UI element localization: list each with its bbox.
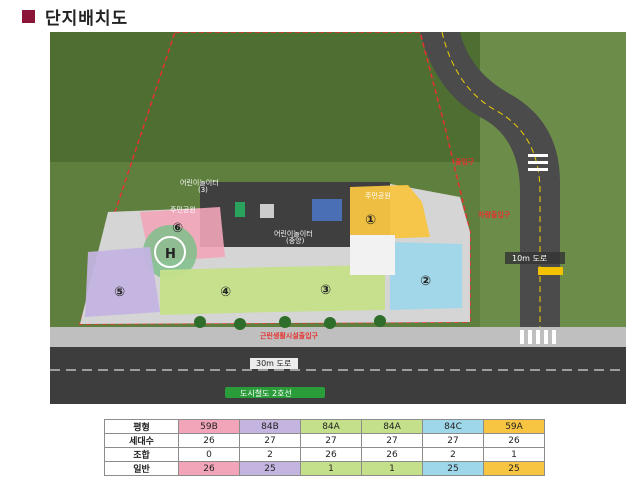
playground-top-label: 어린이놀이터 <box>180 178 219 187</box>
union-cell: 26 <box>361 447 423 462</box>
commercial-entrance-label: 근린생활시설출입구 <box>260 331 319 340</box>
metro-bar <box>225 387 325 398</box>
union-cell: 26 <box>300 447 362 462</box>
general-cell: 1 <box>361 461 423 476</box>
header-union: 조합 <box>104 447 179 462</box>
type-cell: 59A <box>483 419 545 434</box>
block-6-label: ⑥ <box>172 221 183 236</box>
households-cell: 27 <box>300 433 362 448</box>
tower <box>350 235 395 275</box>
garden-label: 주민공원 <box>170 205 196 214</box>
playground-center-label: 어린이놀이터 <box>274 229 313 238</box>
entrance-right-label: 출입구 <box>455 157 475 166</box>
block-2 <box>390 242 462 310</box>
block-5-label: ⑤ <box>114 285 125 300</box>
general-cell: 25 <box>239 461 301 476</box>
block-1-label: ① <box>365 213 376 228</box>
helipad-circle <box>143 225 197 279</box>
union-cell: 1 <box>483 447 545 462</box>
title-marker <box>22 9 35 23</box>
road-marking-yellow <box>538 267 563 275</box>
site-plan-map: ① ② ③ ④ ⑤ ⑥ H 어린이놀이터 (3) 주민공원 어린이놀이터 (중앙… <box>50 32 626 404</box>
union-cell: 0 <box>178 447 240 462</box>
households-cell: 26 <box>483 433 545 448</box>
block-2-label: ② <box>420 274 431 289</box>
playground-top-sub: (3) <box>198 186 208 194</box>
crosswalk-top <box>528 154 548 171</box>
header-general: 일반 <box>104 461 179 476</box>
playground-center-sub: (중앙) <box>286 237 305 245</box>
curved-road <box>420 32 560 404</box>
metro-label: 도시철도 2호선 <box>240 388 292 398</box>
general-cell: 25 <box>483 461 545 476</box>
road-10m-label: 10m 도로 <box>512 254 547 263</box>
main-road <box>50 347 626 404</box>
table-row: 조합 0 2 26 26 2 1 <box>104 447 545 462</box>
community-label: 주민공원 <box>365 191 391 200</box>
block-3 <box>275 265 385 312</box>
union-cell: 2 <box>239 447 301 462</box>
entrance-side-label: 차량출입구 <box>478 210 511 219</box>
households-cell: 26 <box>178 433 240 448</box>
header-type: 평형 <box>104 419 179 434</box>
households-cell: 27 <box>422 433 484 448</box>
block-3-label: ③ <box>320 283 331 298</box>
type-cell: 84C <box>422 419 484 434</box>
type-cell: 84A <box>361 419 423 434</box>
general-cell: 25 <box>422 461 484 476</box>
block-5 <box>85 247 160 317</box>
households-cell: 27 <box>239 433 301 448</box>
block-4 <box>160 267 275 315</box>
table-row: 세대수 26 27 27 27 27 26 <box>104 433 545 448</box>
type-cell: 59B <box>178 419 240 434</box>
helipad-label: H <box>165 247 176 262</box>
table-row: 평형 59B 84B 84A 84A 84C 59A <box>104 419 545 434</box>
households-cell: 27 <box>361 433 423 448</box>
unit-table: 평형 59B 84B 84A 84A 84C 59A 세대수 26 27 27 … <box>104 419 545 476</box>
table-row: 일반 26 25 1 1 25 25 <box>104 461 545 476</box>
road-30m-label: 30m 도로 <box>256 359 291 368</box>
type-cell: 84A <box>300 419 362 434</box>
sidewalk <box>50 327 626 347</box>
union-cell: 2 <box>422 447 484 462</box>
crosswalk-right <box>520 330 556 344</box>
general-cell: 1 <box>300 461 362 476</box>
page-title: 단지배치도 <box>22 4 129 29</box>
block-1 <box>350 185 430 240</box>
general-cell: 26 <box>178 461 240 476</box>
tree-row <box>194 315 386 330</box>
type-cell: 84B <box>239 419 301 434</box>
title-text: 단지배치도 <box>45 8 129 29</box>
block-4-label: ④ <box>220 285 231 300</box>
header-households: 세대수 <box>104 433 179 448</box>
